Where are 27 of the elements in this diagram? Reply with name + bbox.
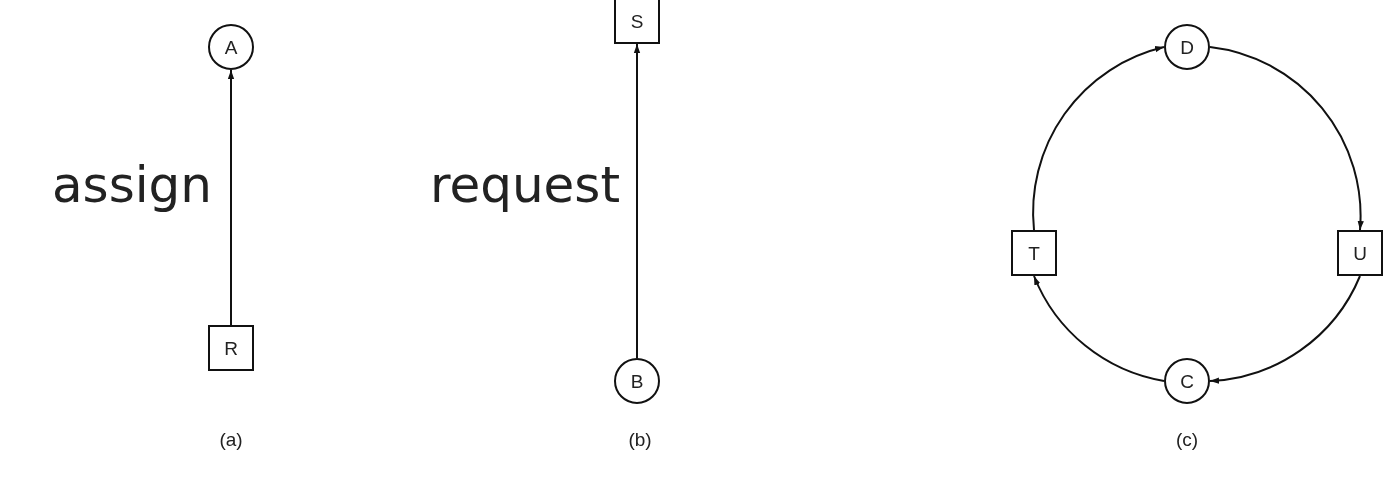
- edge-label: assign: [51, 160, 212, 210]
- arrow: [1032, 46, 1165, 231]
- process-box: [208, 325, 254, 371]
- panel-caption: (c): [1175, 430, 1199, 449]
- panel-caption: (a): [219, 430, 243, 449]
- arrow: [1209, 46, 1364, 231]
- node-label: T: [1028, 243, 1040, 263]
- node-label: D: [1180, 37, 1194, 57]
- panel-caption: (b): [628, 430, 652, 449]
- node-label: R: [224, 338, 238, 358]
- resource-circle: [1164, 24, 1210, 70]
- resource-circle: [1164, 358, 1210, 404]
- node-label: A: [224, 37, 238, 57]
- node-label: U: [1353, 243, 1367, 263]
- node-label: B: [630, 371, 644, 391]
- resource-circle: [208, 24, 254, 70]
- node-label: C: [1180, 371, 1194, 391]
- process-box: [1337, 230, 1383, 276]
- arrow: [633, 43, 641, 359]
- resource-circle: [614, 358, 660, 404]
- process-box: [614, 0, 660, 44]
- arrow: [227, 69, 235, 326]
- arrow: [1033, 275, 1165, 382]
- edge-label: request: [429, 160, 620, 210]
- arrow: [1209, 275, 1361, 384]
- node-label: S: [630, 11, 644, 31]
- process-box: [1011, 230, 1057, 276]
